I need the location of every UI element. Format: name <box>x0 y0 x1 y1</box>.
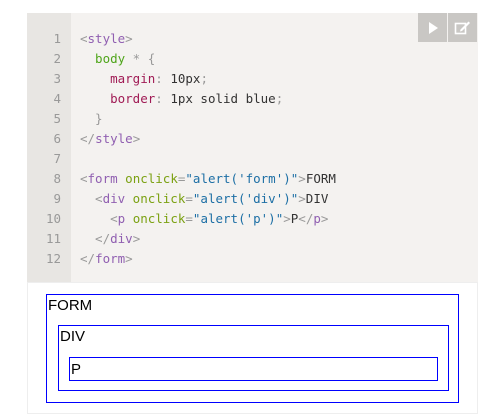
code-token: margin <box>80 71 156 86</box>
div-label: DIV <box>60 328 86 345</box>
code-token: = <box>185 211 193 226</box>
code-token: </ <box>80 251 96 266</box>
line-number: 10 <box>45 211 61 226</box>
code-token: onclick <box>125 191 186 206</box>
code-line: body * { <box>80 49 336 69</box>
div-element[interactable]: DIV P <box>58 325 449 391</box>
code-token: style <box>87 31 126 46</box>
code-token: = <box>177 171 186 186</box>
line-number: 7 <box>53 151 61 166</box>
code-line: </form> <box>80 249 336 269</box>
code-line: margin: 10px; <box>80 69 336 89</box>
code-token: onclick <box>117 171 178 186</box>
code-token: style <box>95 131 133 146</box>
code-token: "alert('div')" <box>192 191 299 206</box>
code-content: <style> body * { margin: 10px; border: 1… <box>80 29 336 269</box>
code-token: } <box>80 111 103 126</box>
code-token: body <box>80 51 126 66</box>
code-token: p <box>313 211 321 226</box>
code-token: div <box>110 231 133 246</box>
code-token: < <box>80 211 118 226</box>
code-token: ; <box>275 91 284 106</box>
play-icon <box>428 21 438 34</box>
code-line: border: 1px solid blue; <box>80 89 336 109</box>
line-number: 9 <box>53 191 61 206</box>
code-token: > <box>132 131 141 146</box>
code-token: > <box>320 211 329 226</box>
code-token: form <box>87 171 118 186</box>
line-number: 1 <box>53 31 61 46</box>
code-token: < <box>80 171 88 186</box>
line-number: 2 <box>53 51 61 66</box>
code-token: : <box>155 91 171 106</box>
line-number: 11 <box>45 231 61 246</box>
code-token: p <box>117 211 126 226</box>
form-element[interactable]: FORM DIV P <box>46 294 459 403</box>
code-token: ; <box>200 71 208 86</box>
code-token: = <box>185 191 193 206</box>
code-line: } <box>80 109 336 129</box>
code-token: "alert('p')" <box>192 211 284 226</box>
form-label: FORM <box>48 297 93 314</box>
code-line: <style> <box>80 29 336 49</box>
code-token: : <box>155 71 171 86</box>
code-token: * { <box>125 51 156 66</box>
code-line: <div onclick="alert('div')">DIV <box>80 189 336 209</box>
code-line: <form onclick="alert('form')">FORM <box>80 169 336 189</box>
code-token: > <box>125 251 133 266</box>
code-token: </ <box>80 131 96 146</box>
edit-icon <box>454 21 470 35</box>
code-token: </ <box>298 211 314 226</box>
code-token: div <box>102 191 126 206</box>
code-token: < <box>80 31 88 46</box>
code-token: > <box>298 191 306 206</box>
code-line: <p onclick="alert('p')">P</p> <box>80 209 336 229</box>
code-token: 1px solid blue <box>170 91 276 106</box>
code-token: < <box>80 191 103 206</box>
edit-in-sandbox-button[interactable] <box>448 13 477 42</box>
code-token: P <box>290 211 299 226</box>
line-number: 12 <box>45 251 61 266</box>
p-label: P <box>71 361 82 378</box>
code-token: > <box>132 231 141 246</box>
line-number: 4 <box>53 91 61 106</box>
code-token: form <box>95 251 126 266</box>
line-number: 8 <box>53 171 61 186</box>
run-button[interactable] <box>418 13 447 42</box>
code-token: > <box>298 171 306 186</box>
code-line: </div> <box>80 229 336 249</box>
line-number: 3 <box>53 71 61 86</box>
code-token: > <box>283 211 291 226</box>
code-token: > <box>125 31 133 46</box>
p-element[interactable]: P <box>69 357 438 381</box>
result-frame: FORM DIV P <box>27 282 478 414</box>
code-token: DIV <box>305 191 329 206</box>
code-line: </style> <box>80 129 336 149</box>
line-number: 6 <box>53 131 61 146</box>
code-token: "alert('form')" <box>185 171 299 186</box>
code-line <box>80 149 336 169</box>
code-token: </ <box>80 231 111 246</box>
code-token: border <box>80 91 156 106</box>
code-token: onclick <box>125 211 186 226</box>
line-number: 5 <box>53 111 61 126</box>
code-token: FORM <box>305 171 336 186</box>
code-token: 10px <box>170 71 201 86</box>
